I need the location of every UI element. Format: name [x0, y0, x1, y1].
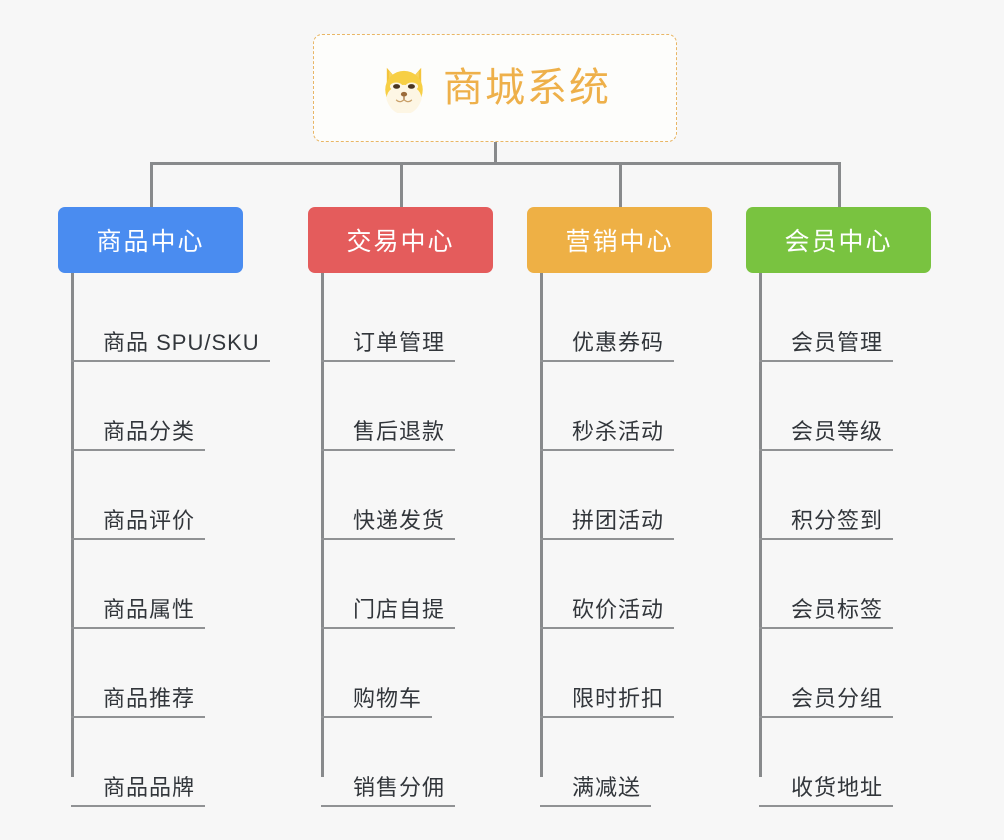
- horizontal-bus-line: [150, 162, 841, 165]
- leaf-item[interactable]: 商品属性: [58, 540, 243, 629]
- leaf-item-label: 满减送: [540, 775, 652, 807]
- leaf-item[interactable]: 拼团活动: [527, 451, 712, 540]
- leaf-list-1: 商品 SPU/SKU 商品分类商品评价商品属性商品推荐商品品牌: [58, 273, 270, 807]
- leaf-list-4: 会员管理会员等级积分签到会员标签会员分组收货地址: [746, 273, 931, 807]
- branch-column-1: 商品中心商品 SPU/SKU 商品分类商品评价商品属性商品推荐商品品牌: [58, 207, 270, 807]
- category-header-4[interactable]: 会员中心: [746, 207, 931, 273]
- category-header-label: 营销中心: [565, 228, 674, 256]
- category-header-label: 会员中心: [784, 228, 893, 256]
- leaf-item-label: 售后退款: [321, 419, 456, 451]
- leaf-item-label: 订单管理: [321, 330, 456, 362]
- leaf-item-label: 门店自提: [321, 597, 456, 629]
- leaf-list-2: 订单管理售后退款快递发货门店自提购物车销售分佣: [308, 273, 493, 807]
- leaf-item[interactable]: 会员管理: [746, 273, 931, 362]
- leaf-item-label: 秒杀活动: [540, 419, 675, 451]
- leaf-item-label: 会员等级: [759, 419, 894, 451]
- leaf-item-label: 拼团活动: [540, 508, 675, 540]
- drop-line-2: [400, 162, 403, 207]
- leaf-item[interactable]: 商品品牌: [58, 718, 243, 807]
- category-header-label: 交易中心: [346, 228, 455, 256]
- leaf-item-label: 快递发货: [321, 508, 456, 540]
- leaf-item[interactable]: 会员等级: [746, 362, 931, 451]
- leaf-item-label: 会员管理: [759, 330, 894, 362]
- leaf-item-label: 商品推荐: [71, 686, 206, 718]
- leaf-item[interactable]: 商品推荐: [58, 629, 243, 718]
- leaf-item-label: 商品 SPU/SKU: [71, 330, 270, 362]
- root-title: 商城系统: [443, 66, 611, 110]
- leaf-item-label: 砍价活动: [540, 597, 675, 629]
- leaf-item-label: 会员分组: [759, 686, 894, 718]
- branch-trunk-line-1: [71, 273, 74, 777]
- branch-trunk-line-3: [540, 273, 543, 777]
- branch-trunk-line-4: [759, 273, 762, 777]
- leaf-item-label: 收货地址: [759, 775, 894, 807]
- drop-line-4: [838, 162, 841, 207]
- leaf-item[interactable]: 会员标签: [746, 540, 931, 629]
- leaf-item[interactable]: 快递发货: [308, 451, 493, 540]
- leaf-item-label: 购物车: [321, 686, 433, 718]
- leaf-item[interactable]: 售后退款: [308, 362, 493, 451]
- category-header-label: 商品中心: [96, 228, 205, 256]
- drop-line-1: [150, 162, 153, 207]
- category-header-1[interactable]: 商品中心: [58, 207, 243, 273]
- leaf-item-label: 销售分佣: [321, 775, 456, 807]
- leaf-item-label: 商品属性: [71, 597, 206, 629]
- branch-column-3: 营销中心优惠券码秒杀活动拼团活动砍价活动限时折扣满减送: [527, 207, 712, 807]
- shiba-dog-face-icon: [379, 63, 429, 115]
- leaf-item[interactable]: 积分签到: [746, 451, 931, 540]
- leaf-item[interactable]: 商品评价: [58, 451, 243, 540]
- branch-column-2: 交易中心订单管理售后退款快递发货门店自提购物车销售分佣: [308, 207, 493, 807]
- leaf-list-3: 优惠券码秒杀活动拼团活动砍价活动限时折扣满减送: [527, 273, 712, 807]
- leaf-item[interactable]: 门店自提: [308, 540, 493, 629]
- leaf-item[interactable]: 购物车: [308, 629, 493, 718]
- leaf-item[interactable]: 收货地址: [746, 718, 931, 807]
- branch-column-4: 会员中心会员管理会员等级积分签到会员标签会员分组收货地址: [746, 207, 931, 807]
- leaf-item-label: 商品品牌: [71, 775, 206, 807]
- root-node[interactable]: 商城系统: [313, 34, 677, 142]
- leaf-item[interactable]: 限时折扣: [527, 629, 712, 718]
- leaf-item[interactable]: 商品 SPU/SKU: [58, 273, 270, 362]
- leaf-item-label: 商品分类: [71, 419, 206, 451]
- root-stem-line: [494, 142, 497, 165]
- leaf-item[interactable]: 优惠券码: [527, 273, 712, 362]
- leaf-item[interactable]: 销售分佣: [308, 718, 493, 807]
- leaf-item[interactable]: 砍价活动: [527, 540, 712, 629]
- drop-line-3: [619, 162, 622, 207]
- category-header-2[interactable]: 交易中心: [308, 207, 493, 273]
- branch-trunk-line-2: [321, 273, 324, 777]
- leaf-item[interactable]: 满减送: [527, 718, 712, 807]
- leaf-item-label: 积分签到: [759, 508, 894, 540]
- leaf-item[interactable]: 订单管理: [308, 273, 493, 362]
- leaf-item-label: 优惠券码: [540, 330, 675, 362]
- leaf-item[interactable]: 商品分类: [58, 362, 243, 451]
- leaf-item[interactable]: 秒杀活动: [527, 362, 712, 451]
- leaf-item-label: 商品评价: [71, 508, 206, 540]
- leaf-item-label: 会员标签: [759, 597, 894, 629]
- leaf-item[interactable]: 会员分组: [746, 629, 931, 718]
- category-header-3[interactable]: 营销中心: [527, 207, 712, 273]
- leaf-item-label: 限时折扣: [540, 686, 675, 718]
